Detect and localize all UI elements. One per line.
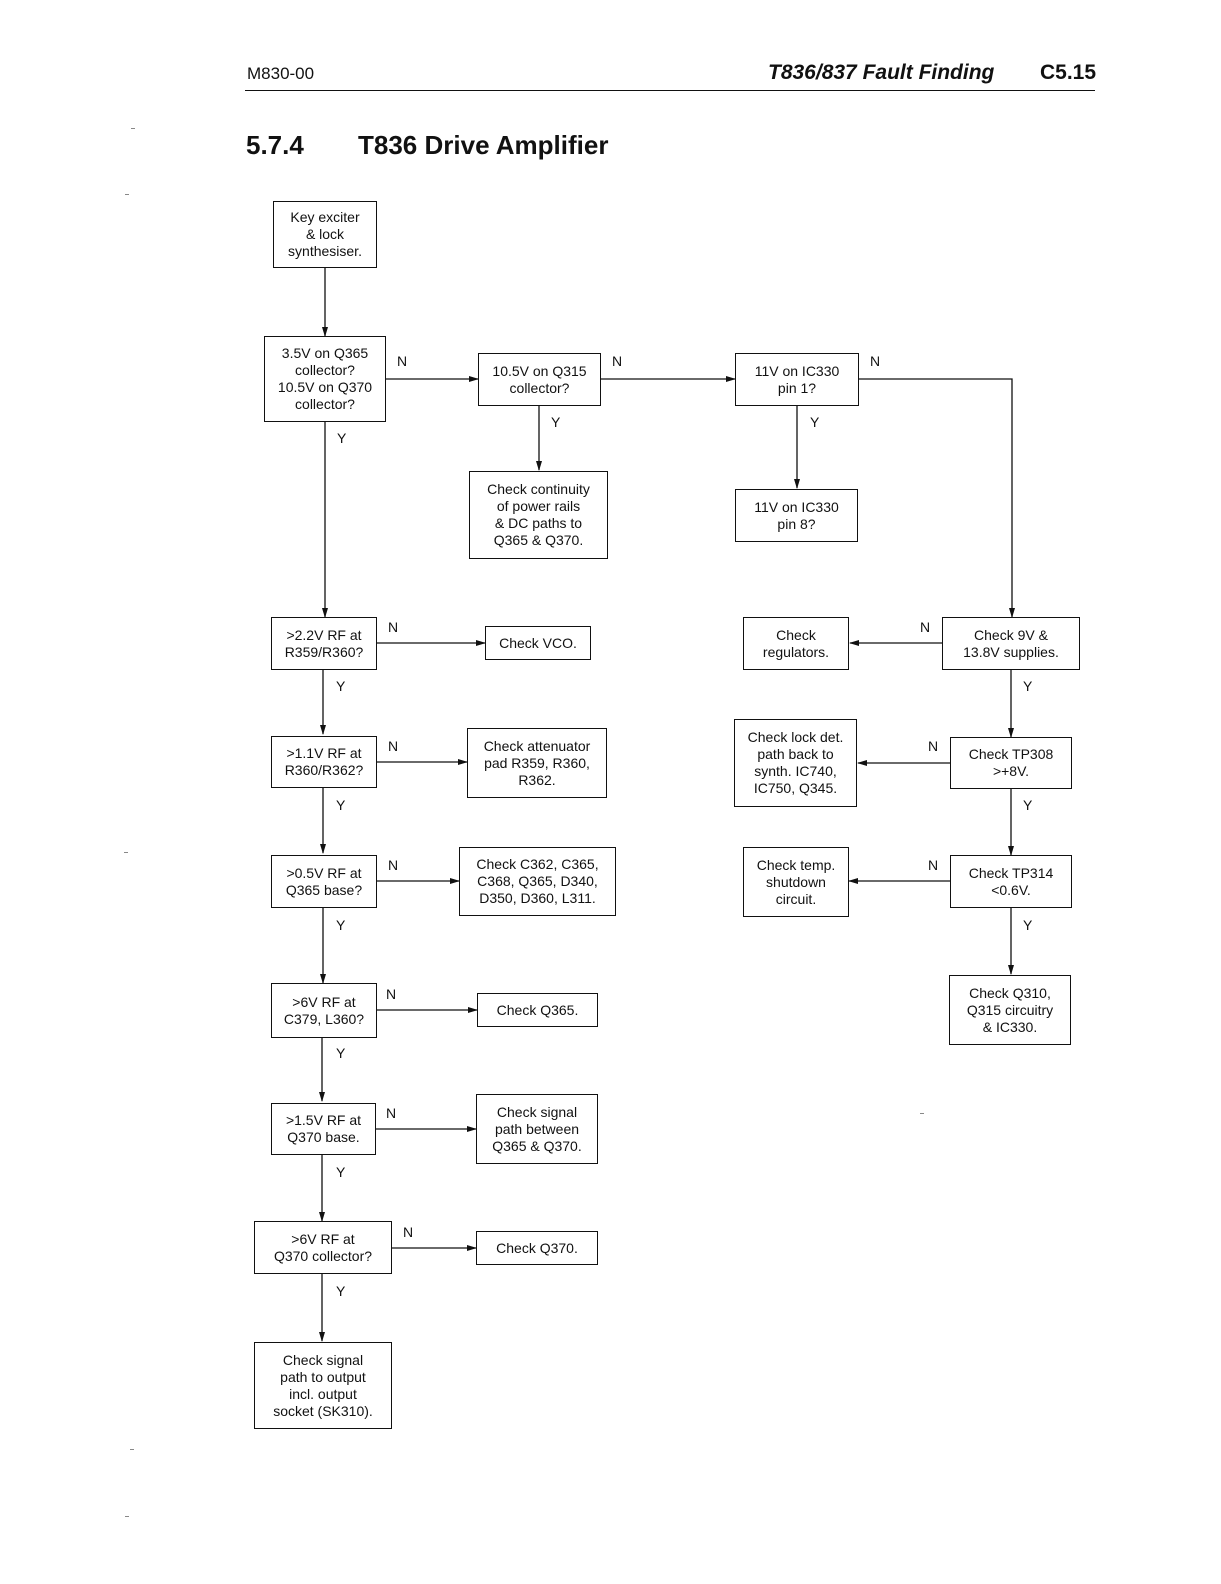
label-yes: Y (1023, 678, 1033, 694)
label-no: N (386, 1105, 397, 1121)
label-no: N (920, 619, 931, 635)
node-check-9v-supplies-label: Check 9V & 13.8V supplies. (963, 626, 1059, 660)
label-yes: Y (336, 1164, 346, 1180)
node-rf-q365-base: >0.5V RF at Q365 base? (271, 855, 377, 908)
node-key-exciter: Key exciter & lock synthesiser. (273, 201, 377, 268)
node-rf-r360-r362: >1.1V RF at R360/R362? (271, 736, 377, 788)
node-check-temp-shutdown: Check temp. shutdown circuit. (743, 847, 849, 917)
label-no: N (612, 353, 623, 369)
node-q315-collector-label: 10.5V on Q315 collector? (492, 362, 587, 396)
node-check-continuity: Check continuity of power rails & DC pat… (469, 471, 608, 559)
node-rf-c379-l360: >6V RF at C379, L360? (271, 983, 377, 1038)
node-check-vco: Check VCO. (485, 626, 591, 660)
node-check-attenuator: Check attenuator pad R359, R360, R362. (467, 728, 607, 798)
label-no: N (397, 353, 408, 369)
node-check-q310-label: Check Q310, Q315 circuitry & IC330. (966, 984, 1054, 1035)
node-check-q370-label: Check Q370. (496, 1239, 578, 1256)
node-rf-q370-collector: >6V RF at Q370 collector? (254, 1221, 392, 1274)
node-ic330-pin8: 11V on IC330 pin 8? (735, 489, 858, 542)
node-rf-r359-r360: >2.2V RF at R359/R360? (271, 617, 377, 670)
node-check-continuity-label: Check continuity of power rails & DC pat… (487, 481, 590, 548)
node-check-q310: Check Q310, Q315 circuitry & IC330. (949, 975, 1071, 1045)
node-rf-r359-r360-label: >2.2V RF at R359/R360? (284, 626, 364, 660)
scan-speck (124, 852, 128, 853)
label-no: N (928, 857, 939, 873)
node-check-regulators: Check regulators. (743, 617, 849, 670)
node-check-c362: Check C362, C365, C368, Q365, D340, D350… (459, 847, 616, 916)
label-no: N (870, 353, 881, 369)
node-ic330-pin8-label: 11V on IC330 pin 8? (754, 498, 839, 532)
node-check-tp308: Check TP308 >+8V. (950, 737, 1072, 789)
node-check-temp-shutdown-label: Check temp. shutdown circuit. (756, 856, 836, 907)
label-yes: Y (336, 1045, 346, 1061)
label-yes: Y (336, 678, 346, 694)
node-check-signal-output: Check signal path to output incl. output… (254, 1342, 392, 1429)
node-check-q365-label: Check Q365. (496, 1001, 579, 1018)
label-no: N (388, 857, 399, 873)
node-key-exciter-label: Key exciter & lock synthesiser. (288, 209, 362, 259)
node-check-lock-det: Check lock det. path back to synth. IC74… (734, 719, 857, 807)
node-ic330-pin1: 11V on IC330 pin 1? (735, 353, 859, 406)
node-rf-q370-base-label: >1.5V RF at Q370 base. (285, 1112, 362, 1145)
node-check-signal-q365-q370-label: Check signal path between Q365 & Q370. (492, 1103, 582, 1154)
node-check-signal-output-label: Check signal path to output incl. output… (273, 1351, 373, 1419)
node-check-signal-q365-q370: Check signal path between Q365 & Q370. (476, 1094, 598, 1164)
section-number: 5.7.4 (246, 130, 304, 160)
label-no: N (386, 986, 397, 1002)
label-yes: Y (336, 1283, 346, 1299)
node-rf-r360-r362-label: >1.1V RF at R360/R362? (284, 745, 364, 778)
node-check-tp314: Check TP314 <0.6V. (950, 855, 1072, 908)
label-no: N (388, 619, 399, 635)
node-check-tp308-label: Check TP308 >+8V. (968, 746, 1054, 779)
scan-speck (125, 1516, 129, 1517)
node-check-lock-det-label: Check lock det. path back to synth. IC74… (747, 729, 844, 796)
page-number: C5.15 (1040, 61, 1097, 84)
node-rf-q370-collector-label: >6V RF at Q370 collector? (273, 1230, 373, 1264)
node-check-tp314-label: Check TP314 <0.6V. (968, 864, 1054, 898)
label-yes: Y (551, 414, 561, 430)
node-check-vco-label: Check VCO. (499, 634, 577, 651)
node-check-regulators-label: Check regulators. (762, 626, 830, 660)
node-check-q370: Check Q370. (476, 1231, 598, 1265)
label-yes: Y (336, 797, 346, 813)
label-yes: Y (1023, 917, 1033, 933)
node-check-q365: Check Q365. (477, 993, 598, 1027)
label-yes: Y (1023, 797, 1033, 813)
node-check-9v-supplies: Check 9V & 13.8V supplies. (942, 617, 1080, 670)
section-title: T836 Drive Amplifier (358, 130, 609, 160)
header-rule (245, 90, 1095, 91)
label-yes: Y (810, 414, 820, 430)
node-q365-q370-collector: 3.5V on Q365 collector? 10.5V on Q370 co… (264, 336, 386, 422)
node-rf-c379-l360-label: >6V RF at C379, L360? (283, 993, 365, 1027)
label-yes: Y (336, 917, 346, 933)
document-code: M830-00 (247, 64, 315, 83)
scan-speck (131, 128, 135, 129)
node-check-attenuator-label: Check attenuator pad R359, R360, R362. (483, 737, 591, 788)
scan-speck (125, 194, 129, 195)
node-rf-q370-base: >1.5V RF at Q370 base. (271, 1103, 376, 1155)
label-no: N (928, 738, 939, 754)
running-title: T836/837 Fault Finding (768, 61, 995, 84)
edge-n4-n10 (859, 378, 1015, 618)
node-rf-q365-base-label: >0.5V RF at Q365 base? (285, 864, 363, 898)
node-ic330-pin1-label: 11V on IC330 pin 1? (754, 362, 840, 396)
node-q315-collector: 10.5V on Q315 collector? (478, 353, 601, 406)
label-no: N (403, 1224, 414, 1240)
scan-speck (920, 1113, 924, 1114)
scan-speck (130, 1449, 134, 1450)
label-no: N (388, 738, 399, 754)
node-check-c362-label: Check C362, C365, C368, Q365, D340, D350… (476, 856, 599, 906)
label-yes: Y (337, 430, 347, 446)
node-q365-q370-collector-label: 3.5V on Q365 collector? 10.5V on Q370 co… (277, 345, 373, 412)
